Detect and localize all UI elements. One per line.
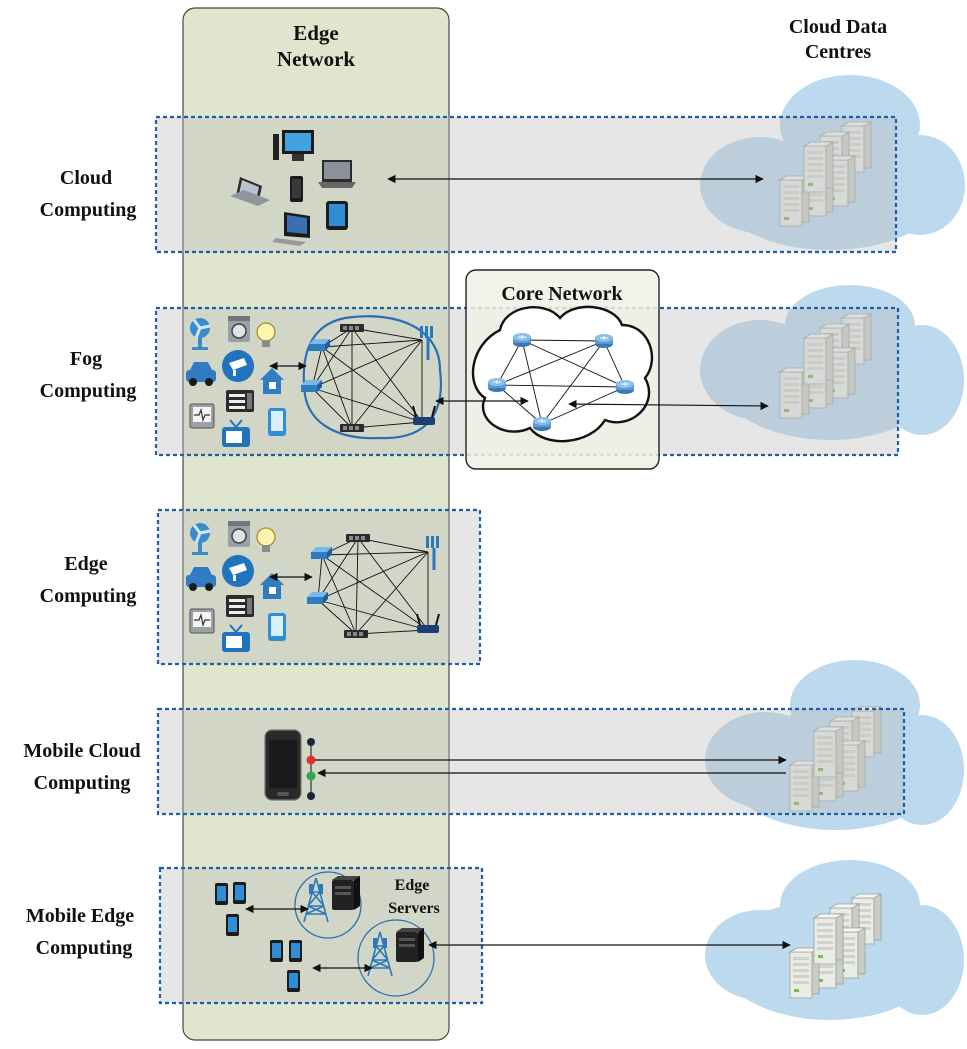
smartphone-icon	[287, 970, 300, 992]
monitor-icon	[272, 212, 310, 246]
row-label-mobile-cloud-computing-line1: Mobile Cloud	[23, 740, 140, 762]
row-label-fog-computing-line2: Computing	[40, 380, 137, 402]
smartphone-icon	[290, 176, 303, 202]
laptop-open-icon	[230, 177, 270, 206]
edge-network-title-line2: Network	[277, 47, 355, 71]
smartphone-icon	[215, 883, 228, 905]
rack-switch-icon	[344, 630, 368, 638]
edge-network-column	[182, 7, 450, 1041]
tablet-device-icon	[326, 201, 348, 230]
row-label-mobile-edge-computing-line2: Computing	[36, 937, 133, 959]
fog-iot-devices	[184, 314, 288, 449]
edge-servers-label-line1: Edge	[395, 877, 430, 894]
rack-switch-icon	[346, 534, 370, 542]
edge-server-icon	[332, 876, 360, 910]
core-network-cloud	[471, 305, 654, 443]
smartphone-icon	[289, 940, 302, 962]
row-label-edge-computing-line1: Edge	[64, 553, 107, 575]
row-label-fog-computing-line1: Fog	[70, 348, 102, 370]
rack-switch-icon	[340, 424, 364, 432]
rack-switch-icon	[340, 324, 364, 332]
router-icon	[512, 332, 532, 348]
core-network-title: Core Network	[501, 283, 623, 305]
cloud-data-centres-title-line2: Centres	[805, 41, 871, 63]
mobile-phone-icon	[264, 729, 302, 801]
edge-access-network	[307, 534, 441, 638]
edge-network-title-line1: Edge	[293, 21, 339, 45]
router-icon	[532, 416, 552, 432]
row-label-cloud-computing-line1: Cloud	[60, 167, 112, 189]
router-icon	[594, 333, 614, 349]
end-user-devices	[230, 130, 356, 246]
smartphone-icon	[226, 914, 239, 936]
edge-server-icon	[396, 928, 424, 962]
offload-flow-indicator	[306, 738, 316, 800]
edge-servers-label-line2: Servers	[388, 900, 440, 917]
row-label-mobile-cloud-computing-line2: Computing	[34, 772, 131, 794]
cloud-computing-band	[154, 115, 898, 254]
router-icon	[487, 377, 507, 393]
edge-server-site-2	[357, 919, 435, 997]
laptop-icon	[318, 160, 356, 188]
desktop-computer-icon	[273, 130, 314, 161]
edge-iot-devices	[184, 519, 288, 654]
router-icon	[615, 379, 635, 395]
smartphone-icon	[233, 882, 246, 904]
cloud-data-centres-title-line1: Cloud Data	[789, 16, 887, 38]
row-label-cloud-computing-line2: Computing	[40, 199, 137, 221]
row-label-edge-computing-line2: Computing	[40, 585, 137, 607]
smartphone-icon	[270, 940, 283, 962]
row-label-mobile-edge-computing-line1: Mobile Edge	[26, 905, 134, 927]
fog-cloud-link-arrow	[568, 399, 769, 411]
